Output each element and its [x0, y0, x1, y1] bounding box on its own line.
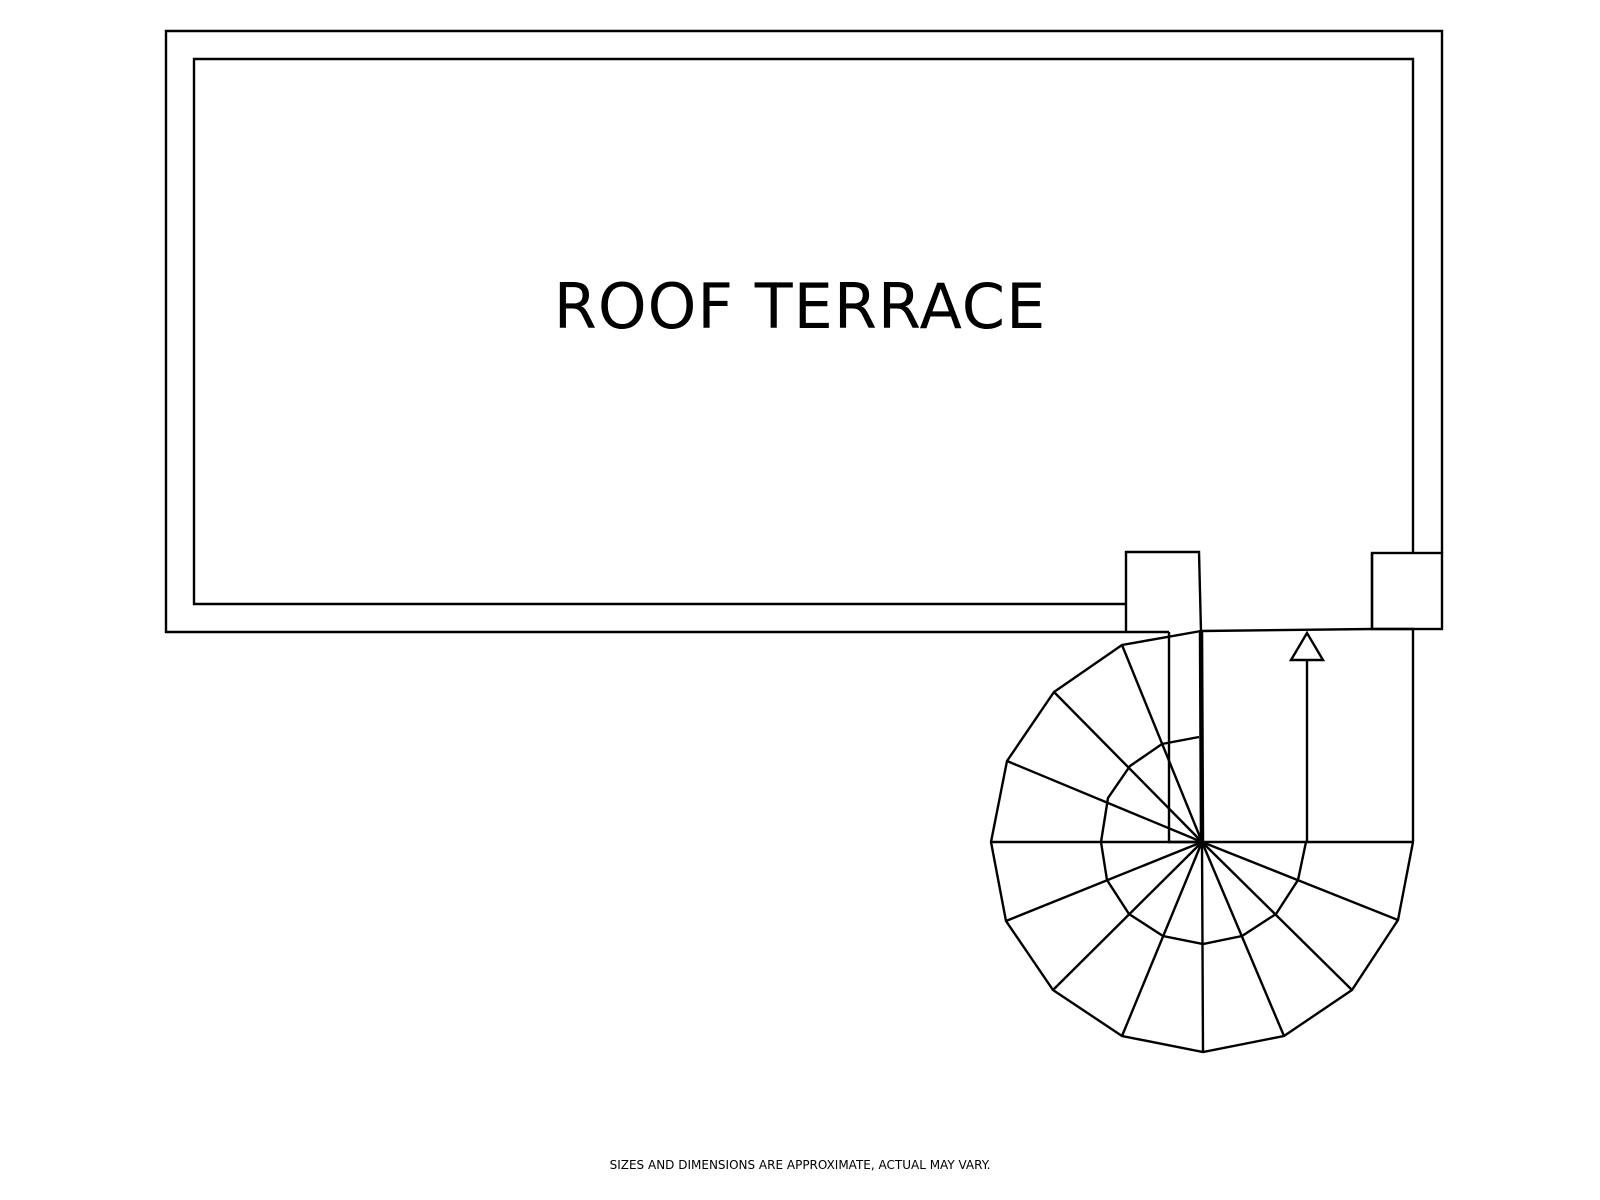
disclaimer-text: SIZES AND DIMENSIONS ARE APPROXIMATE, AC…: [609, 1158, 991, 1172]
room-label-roof-terrace: ROOF TERRACE: [553, 270, 1047, 343]
stair-direction-arrowhead: [1288, 630, 1326, 662]
stair-landing: [1200, 627, 1415, 842]
stair-column: [1124, 550, 1203, 633]
stair-newel-line: [1198, 630, 1205, 843]
spiral-stair-treads: [991, 644, 1413, 1053]
terrace-inner-wall: [192, 57, 1415, 606]
terrace-outer-wall: [164, 29, 1444, 634]
corner-pier: [1370, 551, 1444, 631]
